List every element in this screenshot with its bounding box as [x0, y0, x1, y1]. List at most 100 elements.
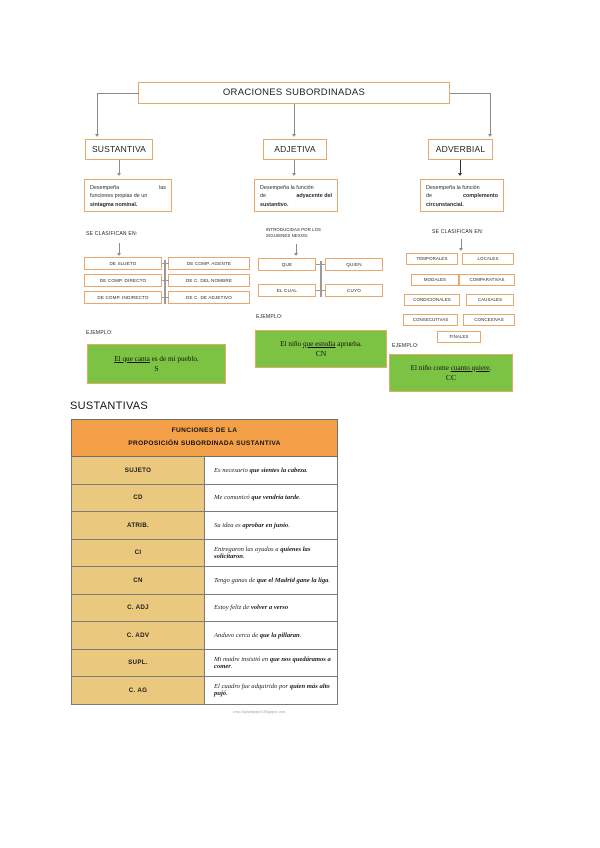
example-subordinate: que el Madrid gane la liga	[256, 576, 329, 584]
classify-label-adjetiva: INTRODUCIDAS POR LOS SIGUIENES NEXOS:	[266, 227, 346, 239]
example-pre: Su idea es	[214, 521, 243, 529]
adverbial-label-causales: CAUSALES	[477, 297, 503, 303]
nexo-label-el-cual: EL CUAL	[276, 287, 298, 293]
adverbial-label-finales: FINALES	[449, 334, 469, 340]
adverbial-node-consecutivas: CONSECUTIVAS	[403, 314, 458, 326]
example-clause-adverbial: cuanto quiere	[450, 364, 490, 372]
table-row: CN Tengo ganas de que el Madrid gane la …	[71, 566, 338, 595]
adverbial-node-modales: MODALES	[411, 274, 459, 286]
connector-root-center-vertical	[294, 104, 295, 135]
table-row-example: Es necesario que sientes la cabeza.	[204, 456, 338, 485]
root-node-label: ORACIONES SUBORDINADAS	[222, 86, 366, 98]
description-box-sustantiva: Desempeña las funciones propias de un si…	[84, 179, 172, 212]
table-row-example: Me comunicó que vendría tarde.	[204, 483, 338, 513]
table-row-label: SUPL.	[71, 648, 205, 678]
adverbial-label-locales: LOCALES	[477, 256, 499, 262]
example-function-adverbial: CC	[445, 373, 457, 382]
example-pre: Entregaron las ayudas a	[214, 545, 281, 553]
adverbial-label-condicionales: CONDICIONALES	[413, 297, 451, 303]
table-row-example: Entregaron las ayudas a quienes las soli…	[204, 538, 338, 568]
example-pre: Estoy feliz de	[214, 604, 251, 612]
desc-adverbial-line1: Desempeña la función	[426, 185, 480, 191]
example-post: .	[299, 631, 302, 639]
example-pre-adjetiva: El niño	[280, 340, 303, 348]
connector-root-left-horizontal	[97, 93, 139, 94]
nexo-node-quien: QUIEN	[325, 258, 383, 271]
example-post: .	[230, 662, 233, 670]
table-row-example: Mi madre insistió en que nos quedáramos …	[204, 648, 338, 678]
connector-adjetiva-tie-1	[316, 264, 325, 266]
arrow-sustantiva-desc	[117, 173, 121, 176]
desc-adverbial-line2a: de	[426, 193, 432, 200]
nexo-label-cuyo: CUYO	[346, 287, 362, 293]
connector-adjetiva-grid-spine	[320, 261, 322, 297]
table-header-row: FUNCIONES DE LA PROPOSICIÓN SUBORDINADA …	[71, 418, 338, 458]
connector-sustantiva-classify	[119, 243, 120, 254]
example-subordinate: volver a verso	[250, 604, 289, 612]
funciones-table: FUNCIONES DE LA PROPOSICIÓN SUBORDINADA …	[71, 418, 338, 705]
example-subordinate: quien más alto pujó	[214, 683, 330, 698]
desc-sustantiva-line2: funciones propias de un	[90, 193, 148, 200]
table-row: SUJETO Es necesario que sientes la cabez…	[71, 456, 338, 485]
classify-label-adverbial: SE CLASIFICAN EN:	[432, 229, 484, 235]
classify-label-sustantiva: SE CLASIFICAN EN:	[86, 231, 138, 237]
table-row: C. AG El cuadro fue adquirido por quien …	[71, 676, 338, 705]
table-header-cell: FUNCIONES DE LA PROPOSICIÓN SUBORDINADA …	[71, 418, 338, 458]
table-row-label: C. ADV	[71, 621, 205, 650]
adverbial-label-temporales: TEMPORALES	[416, 256, 448, 262]
desc-sustantiva-line1b: las	[159, 185, 166, 191]
nexo-node-el-cual: EL CUAL	[258, 284, 316, 297]
subtype-label-de-comp-directo: DE COMP. DIRECTO	[99, 277, 147, 283]
desc-adjetiva-line1: Desempeña la función	[260, 185, 314, 191]
adverbial-node-condicionales: CONDICIONALES	[404, 294, 460, 306]
arrow-adjetiva-classify	[294, 253, 298, 256]
example-subordinate: quienes las solicitaron	[214, 545, 311, 560]
classify-label-adjetiva-line1: INTRODUCIDAS POR LOS	[266, 227, 322, 232]
table-row-label: C. AG	[71, 676, 205, 705]
arrow-to-adverbial	[488, 134, 492, 137]
subtype-node-de-c-de-adjetivo: DE C. DE ADJETIVO	[168, 291, 250, 304]
example-post: .	[242, 552, 245, 560]
subtype-node-de-comp-directo: DE COMP. DIRECTO	[84, 274, 162, 287]
funciones-table-body: FUNCIONES DE LA PROPOSICIÓN SUBORDINADA …	[71, 418, 338, 705]
example-text-adjetiva: El niño que estudia aprueba.	[280, 340, 362, 348]
table-row-label: CN	[71, 566, 205, 595]
nexo-node-que: QUE	[258, 258, 316, 271]
subtype-node-de-comp-indirecto: DE COMP. INDIRECTO	[84, 291, 162, 304]
table-row: C. ADV Anduvo cerca de que la pillaran.	[71, 621, 338, 650]
table-row: C. ADJ Estoy feliz de volver a verso	[71, 593, 338, 623]
table-row: SUPL. Mi madre insistió en que nos quedá…	[71, 648, 338, 678]
connector-root-right-horizontal	[450, 93, 490, 94]
desc-adjetiva-bold: sustantivo.	[260, 201, 289, 208]
example-subordinate: aprobar en junio	[242, 521, 289, 529]
table-row-label: SUJETO	[71, 456, 205, 485]
root-node-oraciones-subordinadas: ORACIONES SUBORDINADAS	[138, 82, 450, 104]
table-row: CD Me comunicó que vendría tarde.	[71, 483, 338, 513]
description-box-adjetiva: Desempeña la función de adyacente del su…	[254, 179, 338, 212]
arrow-adverbial-classify	[459, 248, 463, 251]
example-subordinate: que nos quedáramos a comer	[214, 655, 331, 670]
example-text-sustantiva: El que canta es de mi pueblo.	[114, 355, 198, 363]
example-rest-sustantiva: es de mi pueblo.	[149, 355, 199, 363]
example-post: .	[226, 690, 228, 698]
adverbial-node-causales: CAUSALES	[466, 294, 514, 306]
category-label-adjetiva: ADJETIVA	[274, 143, 316, 154]
description-box-adverbial: Desempeña la función de complemento circ…	[420, 179, 504, 212]
category-node-adverbial: ADVERBIAL	[428, 139, 493, 160]
example-pre: Me comunicó	[214, 494, 252, 502]
subtype-label-de-comp-indirecto: DE COMP. INDIRECTO	[97, 294, 149, 300]
table-row-label: CI	[71, 538, 205, 568]
category-label-sustantiva: SUSTANTIVA	[91, 143, 147, 154]
table-row: ATRIB. Su idea es aprobar en junio.	[71, 511, 338, 540]
connector-sustantiva-tie-2	[162, 280, 169, 282]
adverbial-label-comparativas: COMPARATIVAS	[469, 277, 505, 283]
category-label-adverbial: ADVERBIAL	[435, 143, 486, 154]
nexo-label-quien: QUIEN	[346, 261, 362, 267]
table-header-line2: PROPOSICIÓN SUBORDINADA SUSTANTIVA	[128, 439, 281, 447]
subtype-node-de-sujeto: DE SUJETO	[84, 257, 162, 270]
example-text-adverbial: El niño come cuanto quiere.	[411, 364, 492, 372]
desc-adverbial-line2b: complemento	[462, 193, 498, 200]
example-label-adjetiva: EJEMPLO:	[256, 314, 283, 320]
example-post: .	[306, 466, 308, 474]
nexo-label-que: QUE	[281, 261, 293, 267]
